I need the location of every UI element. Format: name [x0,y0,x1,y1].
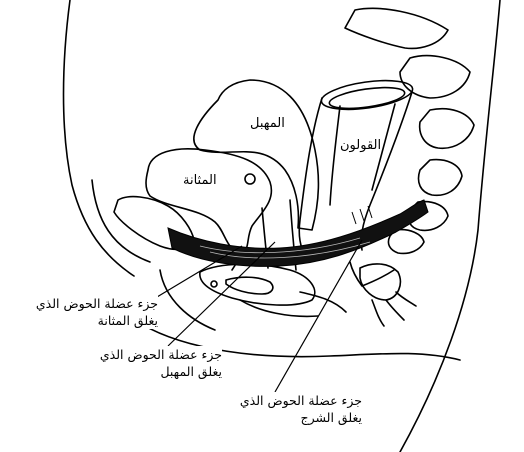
labia-inner [226,277,273,294]
callout-bladder-line2: يغلق المثانة [6,312,158,329]
callout-vagina-muscle: جزء عضلة الحوض الذي يغلق المهبل [72,346,222,380]
vertebra-2 [400,56,470,98]
vertebra-1 [345,8,448,48]
vertebra-4 [419,160,463,196]
back-outline [400,0,500,452]
anus-outline [360,264,400,300]
callout-anus-line1: جزء عضلة الحوض الذي [210,392,362,409]
muscle-hatch-2 [360,209,364,221]
uterus-shape [194,80,319,230]
bladder-shape [146,149,271,252]
label-bladder: المثانة [183,172,217,189]
muscle-hatch-1 [352,212,356,224]
anus-fringe-3 [396,292,416,306]
abdominal-wall-outline [64,0,135,276]
anus-fringe-1 [372,300,384,326]
colon-opening [320,76,415,115]
callout-anus-line2: يغلق الشرج [210,409,362,426]
label-uterus: المهبل [250,115,285,132]
bladder-marker [245,174,255,184]
callout-bladder-line1: جزء عضلة الحوض الذي [6,295,158,312]
anus-fringe-2 [386,300,404,320]
urethral-opening [211,281,217,287]
vertebra-3 [420,109,474,148]
label-colon: القولون [340,137,381,154]
muscle-hatch-3 [368,206,372,218]
callout-anus-muscle: جزء عضلة الحوض الذي يغلق الشرج [210,392,362,426]
callout-bladder-muscle: جزء عضلة الحوض الذي يغلق المثانة [6,295,158,329]
callout-vagina-line2: يغلق المهبل [72,363,222,380]
callout-vagina-line1: جزء عضلة الحوض الذي [72,346,222,363]
colon-fold-1 [330,106,340,205]
